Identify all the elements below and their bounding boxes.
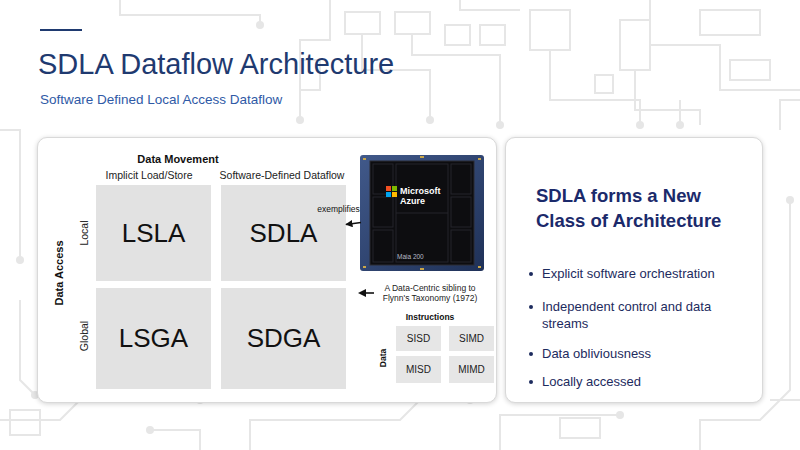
quadrant-name: LSGA <box>119 323 188 354</box>
bullet-text: Explicit software orchestration <box>542 265 742 282</box>
summary-panel: SDLA forms a New Class of ArchitectureEx… <box>505 137 763 403</box>
taxonomy-name: MIMD <box>458 364 485 375</box>
row-label: Global <box>77 306 91 366</box>
quadrant-name: LSLA <box>122 218 186 249</box>
chip-capacitors <box>363 156 481 270</box>
matrix-panel: Data MovementImplicit Load/Store Software… <box>37 137 497 403</box>
quadrant-cell: LSGA <box>96 288 211 389</box>
taxonomy-cell: SISD <box>396 326 441 351</box>
quadrant-cell: LSLA <box>96 185 211 281</box>
bullet-text: Data obliviousness <box>542 345 742 362</box>
microsoft-logo <box>386 186 397 197</box>
bullet-text: Locally accessed <box>542 373 742 390</box>
quadrant-cell: SDGA <box>221 288 346 389</box>
quadrant-name: SDGA <box>247 323 321 354</box>
panel-heading: SDLA forms a New Class of Architecture <box>536 183 741 233</box>
chip-tiles <box>373 164 471 262</box>
column-label: Implicit Load/Store <box>94 168 204 182</box>
bullet-dot <box>529 352 533 356</box>
axis-label: Instructions <box>400 311 460 323</box>
chip-image: Microsoft AzureMaia 200 <box>361 156 485 272</box>
quadrant-name: SDLA <box>250 218 318 249</box>
circuit-pads <box>16 21 794 434</box>
bullet-dot <box>529 380 533 384</box>
slide-title: SDLA Dataflow Architecture <box>38 46 394 82</box>
row-label: Local <box>77 203 91 263</box>
slide-subtitle: Software Defined Local Access Dataflow <box>40 91 282 109</box>
axis-heading: Data Movement <box>118 152 238 166</box>
chip-substrate <box>360 155 484 271</box>
axis-label: Data <box>377 338 389 378</box>
taxonomy-cell: MIMD <box>449 356 494 383</box>
taxonomy-name: SIMD <box>459 333 484 344</box>
annotation-note: A Data-Centric sibling to Flynn's Taxono… <box>374 283 486 303</box>
accent-line <box>40 29 82 31</box>
taxonomy-name: MISD <box>406 364 431 375</box>
quadrant-cell: SDLA <box>221 185 346 281</box>
column-label: Software-Defined Dataflow <box>212 168 352 182</box>
chip-model: Maia 200 <box>397 253 447 261</box>
taxonomy-cell: MISD <box>396 356 441 383</box>
axis-heading: Data Access <box>52 223 66 323</box>
bullet-dot <box>529 305 533 309</box>
taxonomy-name: SISD <box>407 333 430 344</box>
chip-die <box>370 161 474 265</box>
bullet-dot <box>529 272 533 276</box>
taxonomy-cell: SIMD <box>449 326 494 351</box>
bullet-text: Independent control and data streams <box>542 298 742 332</box>
connector-label: exemplifies <box>314 204 364 214</box>
chip-brand: Microsoft Azure <box>400 187 450 206</box>
